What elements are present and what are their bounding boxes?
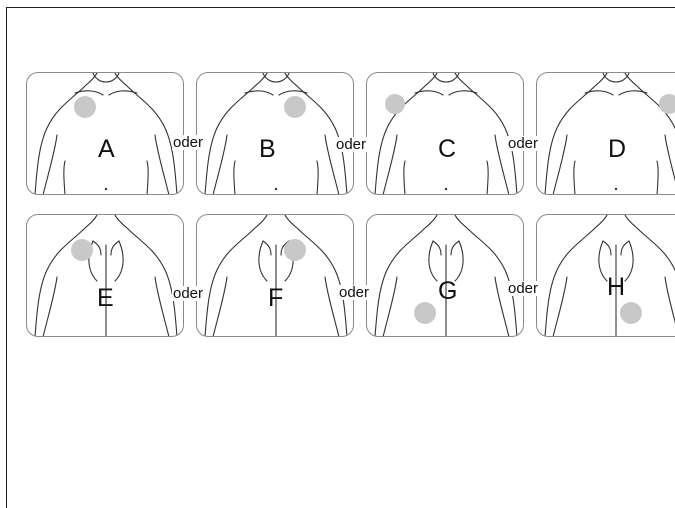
- back-torso-illustration: [197, 215, 354, 337]
- front-torso-illustration: [197, 73, 354, 195]
- oder-connector: oder: [335, 137, 367, 152]
- oder-connector: oder: [507, 136, 539, 151]
- back-torso-illustration: [367, 215, 524, 337]
- front-torso-illustration: [27, 73, 184, 195]
- oder-connector: oder: [338, 285, 370, 300]
- placement-label: H: [607, 275, 625, 300]
- placement-label: A: [98, 137, 115, 162]
- placement-panel-c: C: [366, 72, 524, 195]
- placement-panel-e: E: [26, 214, 184, 337]
- oder-connector: oder: [507, 281, 539, 296]
- placement-panel-a: A: [26, 72, 184, 195]
- placement-panel-b: B: [196, 72, 354, 195]
- placement-panel-g: G: [366, 214, 524, 337]
- placement-label: B: [259, 137, 276, 162]
- placement-label: G: [438, 279, 457, 304]
- figure-frame: A B: [6, 7, 675, 508]
- back-torso-illustration: [27, 215, 184, 337]
- oder-connector: oder: [172, 135, 204, 150]
- oder-connector: oder: [172, 286, 204, 301]
- placement-label: F: [268, 286, 283, 311]
- placement-label: D: [608, 137, 626, 162]
- placement-label: C: [438, 137, 456, 162]
- front-torso-illustration: [367, 73, 524, 195]
- front-torso-illustration: [537, 73, 675, 195]
- placement-panel-f: F: [196, 214, 354, 337]
- placement-panel-d: D: [536, 72, 675, 195]
- placement-label: E: [97, 286, 114, 311]
- back-torso-illustration: [537, 215, 675, 337]
- placement-panel-h: H: [536, 214, 675, 337]
